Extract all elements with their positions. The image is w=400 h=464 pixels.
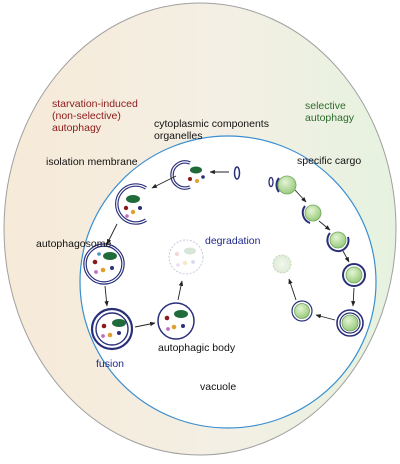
arrow-fusion-to-autophagic-body	[134, 321, 156, 328]
label-vacuole: vacuole	[200, 381, 237, 393]
fusion-shape	[90, 307, 134, 351]
membrane-seed	[233, 166, 241, 180]
arrow-autophagosome-to-fusion	[104, 285, 109, 307]
label-cytoplasmic-components: cytoplasmic components organelles	[154, 118, 269, 142]
arrow-isolation-to-phagophore	[151, 175, 177, 189]
arrow-cargo-2-to-3	[318, 220, 331, 231]
selective-fusion	[336, 309, 364, 337]
selective-body	[291, 300, 313, 322]
label-autophagic-body: autophagic body	[158, 342, 236, 354]
selective-cargo-4	[342, 263, 366, 287]
isolation-membrane-shape	[170, 160, 205, 190]
arrow-selective-body-to-degraded	[288, 278, 297, 301]
label-autophagosome: autophagosome	[36, 238, 112, 250]
label-specific-cargo: specific cargo	[297, 155, 362, 167]
selective-cargo-3	[326, 231, 350, 253]
autophagosome-shape	[83, 243, 125, 285]
selective-degraded	[272, 254, 292, 274]
phagophore-shape	[115, 183, 147, 225]
arrow-cargo-1-to-2	[294, 189, 307, 203]
vacuole-outline	[79, 135, 377, 429]
label-fusion: fusion	[96, 358, 125, 370]
arrow-cargo-3-to-4	[342, 250, 350, 263]
arrow-phagophore-to-autophagosome	[106, 223, 118, 245]
arrow-selective-fusion-to-body	[315, 314, 336, 321]
label-isolation-membrane: isolation membrane	[46, 156, 138, 168]
arrow-cargo-4-to-5	[351, 287, 356, 307]
autophagic-body-shape	[157, 302, 195, 340]
degraded-body-shape	[168, 239, 204, 275]
selective-cargo-2	[301, 204, 322, 224]
arrow-autophagic-body-to-degradation	[177, 280, 184, 301]
label-selective-autophagy: selective autophagy	[305, 100, 355, 124]
label-starvation-autophagy: starvation-induced (non-selective) autop…	[52, 98, 138, 134]
label-degradation: degradation	[205, 235, 261, 247]
selective-cargo-1	[268, 175, 297, 195]
